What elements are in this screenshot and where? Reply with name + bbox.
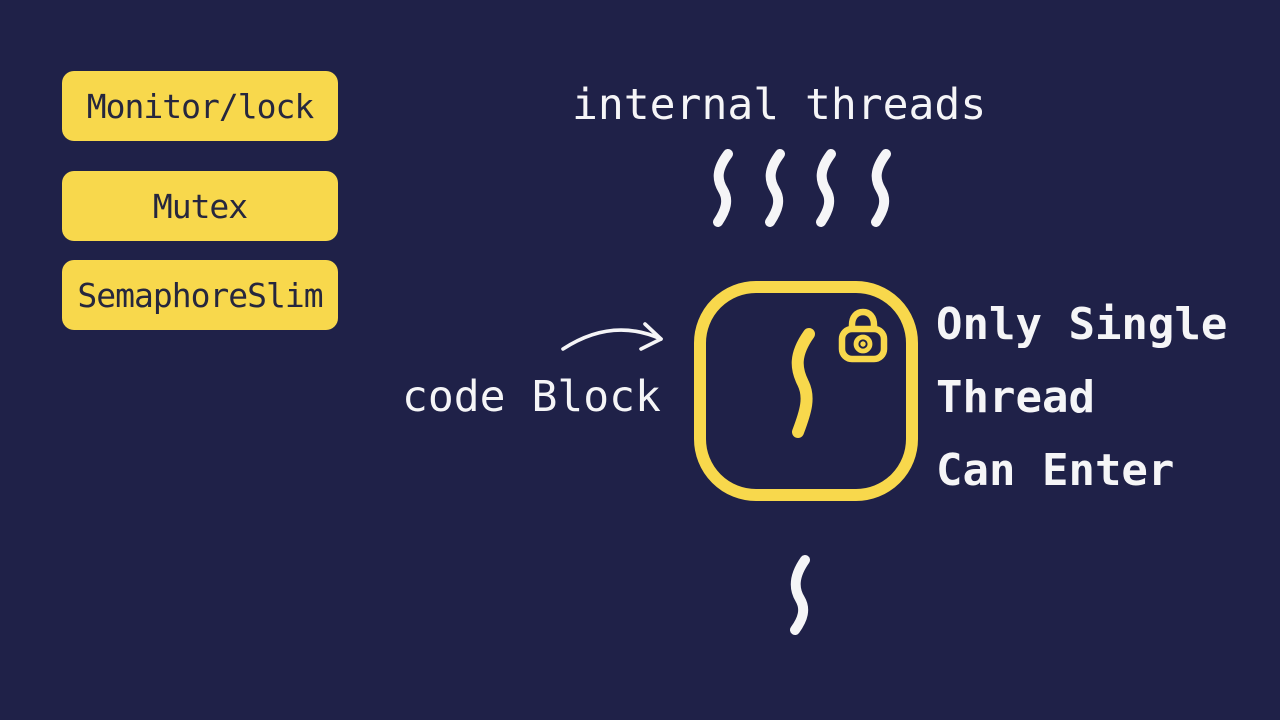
curved-arrow-icon — [561, 322, 663, 351]
thread-squiggle-icon — [871, 149, 891, 227]
result-line: Thread — [936, 372, 1095, 423]
primitive-label: Monitor/lock — [86, 86, 314, 126]
primitive-chip-mutex: Mutex — [62, 171, 338, 241]
padlock-icon — [838, 308, 888, 363]
thread-squiggle-icon — [765, 149, 785, 227]
result-line: Can Enter — [936, 445, 1175, 496]
thread-squiggle-icon — [816, 149, 836, 227]
internal-threads-title: internal threads — [572, 80, 987, 130]
thread-squiggle-icon — [713, 149, 733, 227]
primitive-chip-monitor-lock: Monitor/lock — [62, 71, 338, 141]
code-block-box — [694, 281, 918, 501]
thread-squiggle-icon — [790, 555, 810, 635]
result-line: Only Single — [936, 299, 1228, 350]
primitive-label: Mutex — [152, 186, 248, 226]
code-block-label: code Block — [402, 372, 661, 422]
primitive-label: SemaphoreSlim — [77, 275, 323, 315]
thread-squiggle-icon — [791, 328, 815, 438]
primitive-chip-semaphoreslim: SemaphoreSlim — [62, 260, 338, 330]
